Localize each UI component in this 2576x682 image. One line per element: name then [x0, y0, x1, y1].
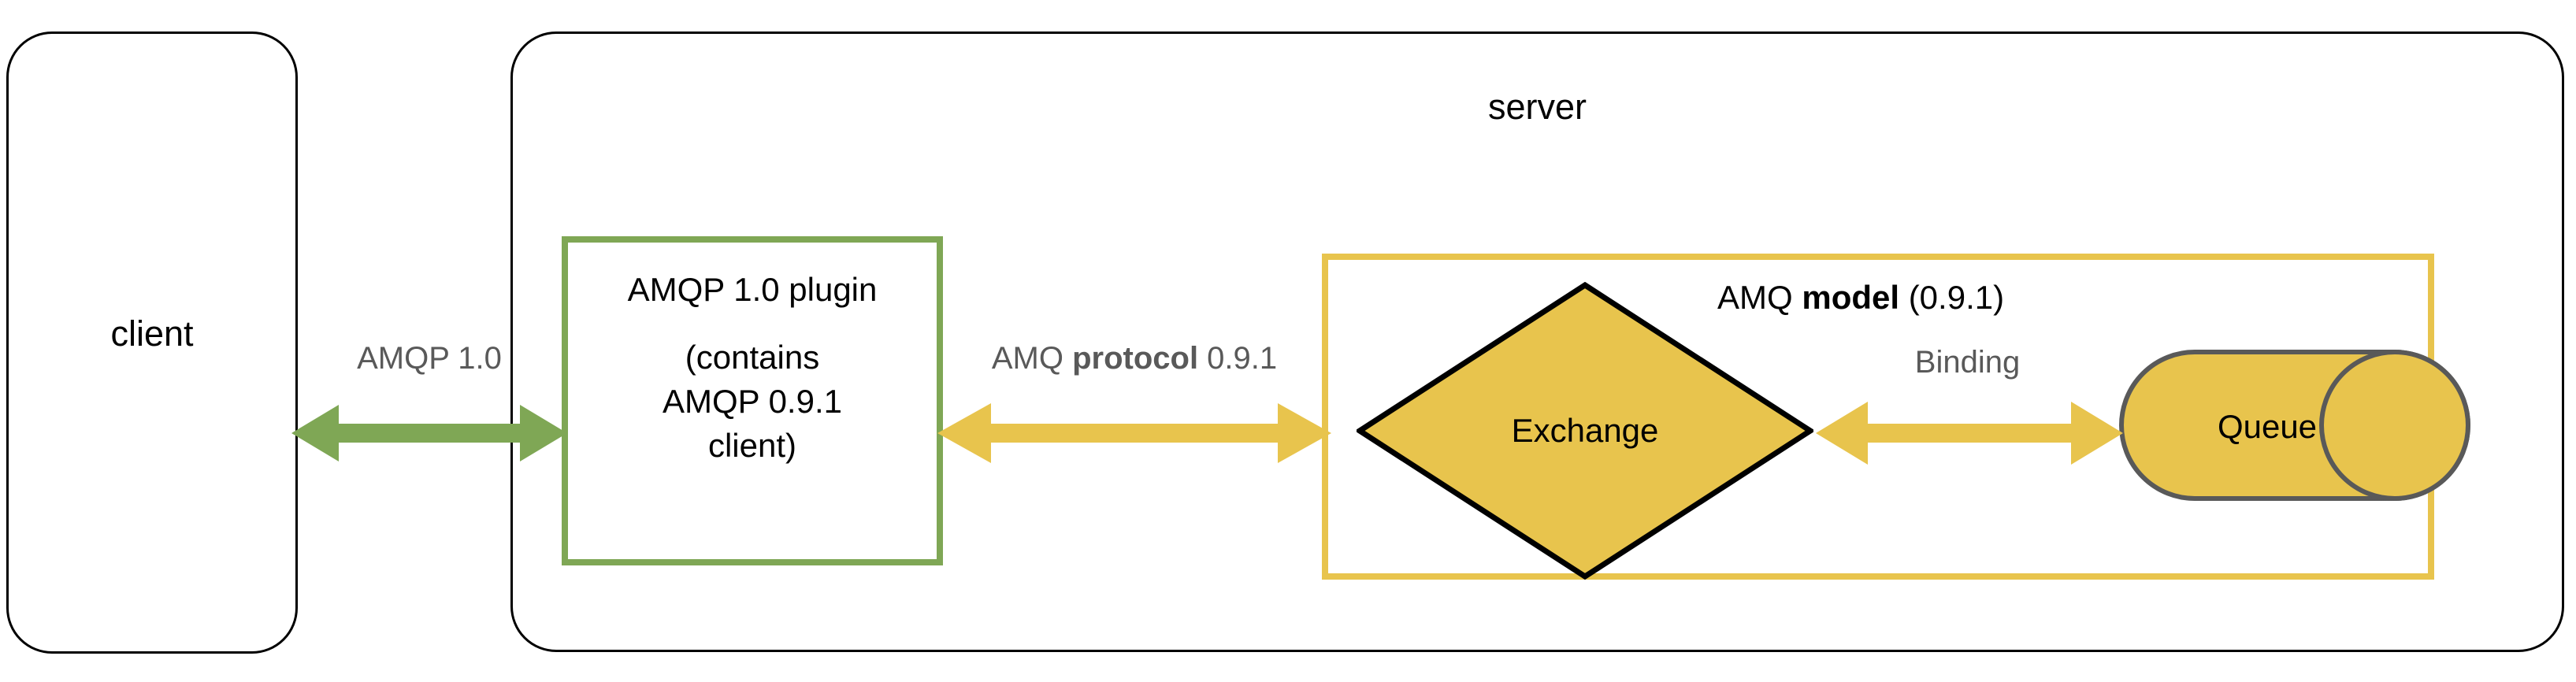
amq-protocol-edge-label: AMQ protocol 0.9.1 — [937, 340, 1331, 376]
amq-protocol-label-prefix: AMQ — [991, 341, 1073, 376]
amq-model-label: AMQ model (0.9.1) — [1717, 277, 2004, 318]
client-container — [6, 32, 298, 654]
amqp-1-0-plugin-box — [562, 236, 943, 565]
exchange-shape — [1357, 282, 1813, 580]
amq-protocol-arrow — [937, 403, 1331, 463]
plugin-line-4: client) — [707, 427, 797, 464]
plugin-line-3: AMQP 0.9.1 — [662, 383, 842, 420]
amq-model-label-bold: model — [1802, 279, 1900, 316]
amqp-1-0-arrow — [291, 405, 567, 461]
binding-arrow — [1816, 402, 2123, 465]
client-label: client — [110, 313, 194, 354]
amq-protocol-label-bold: protocol — [1072, 341, 1199, 376]
amq-protocol-label-suffix: 0.9.1 — [1198, 341, 1278, 376]
amqp-1-0-edge-label: AMQP 1.0 — [357, 341, 502, 376]
plugin-title: AMQP 1.0 plugin — [627, 271, 878, 308]
binding-edge-label: Binding — [1914, 345, 2021, 380]
server-label: server — [1487, 87, 1587, 127]
amq-model-label-prefix: AMQ — [1717, 279, 1802, 316]
plugin-line-2: (contains — [685, 339, 820, 376]
queue-cylinder-shape — [2119, 350, 2470, 501]
amqp-1-0-plugin-text: AMQP 1.0 plugin (contains AMQP 0.9.1 cli… — [562, 268, 943, 468]
queue-label: Queue — [2217, 408, 2318, 445]
exchange-label: Exchange — [1511, 412, 1659, 449]
plugin-text-gap — [562, 312, 943, 335]
amq-model-label-suffix: (0.9.1) — [1899, 279, 2005, 316]
